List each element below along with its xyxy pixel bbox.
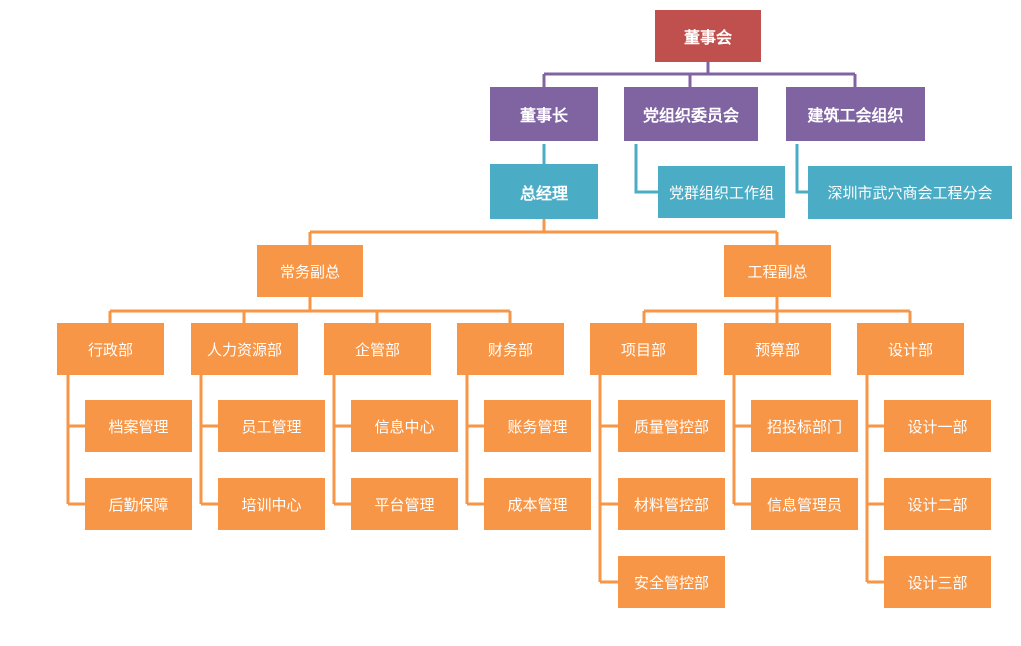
- sub-archives-node: 档案管理: [85, 400, 192, 452]
- exec-vp-node: 常务副总: [257, 245, 363, 297]
- connector-execvp-to-depts: [108, 297, 512, 323]
- connector-admin-subunits: [66, 375, 85, 506]
- sub-bidding-node: 招投标部门: [751, 400, 858, 452]
- connector-engvp-to-depts: [642, 297, 912, 323]
- connector-party-to-workgroup: [634, 144, 658, 194]
- connector-design-subunits: [865, 375, 884, 584]
- sub-platform-node: 平台管理: [351, 478, 458, 530]
- dept-design-node: 设计部: [857, 323, 964, 375]
- connector-project-subunits: [598, 375, 618, 584]
- party-committee-node: 党组织委员会: [624, 87, 758, 141]
- board-node: 董事会: [655, 10, 761, 62]
- sub-design2-node: 设计二部: [884, 478, 991, 530]
- sub-cost-node: 成本管理: [484, 478, 591, 530]
- dept-hr-node: 人力资源部: [191, 323, 298, 375]
- sub-design1-node: 设计一部: [884, 400, 991, 452]
- gm-node: 总经理: [490, 164, 598, 219]
- sub-safety-node: 安全管控部: [618, 556, 725, 608]
- dept-mgmt-node: 企管部: [324, 323, 431, 375]
- sub-staff-node: 员工管理: [218, 400, 325, 452]
- chairman-node: 董事长: [490, 87, 598, 141]
- connector-hr-subunits: [199, 375, 218, 506]
- sub-quality-node: 质量管控部: [618, 400, 725, 452]
- chamber-branch-node: 深圳市武穴商会工程分会: [808, 166, 1012, 219]
- party-workgroup-node: 党群组织工作组: [658, 166, 785, 218]
- sub-info-admin-node: 信息管理员: [751, 478, 858, 530]
- connector-mgmt-subunits: [332, 375, 351, 506]
- dept-project-node: 项目部: [590, 323, 697, 375]
- union-node: 建筑工会组织: [786, 87, 925, 141]
- sub-design3-node: 设计三部: [884, 556, 991, 608]
- dept-admin-node: 行政部: [57, 323, 164, 375]
- sub-accounts-node: 账务管理: [484, 400, 591, 452]
- connector-gm-to-vps: [308, 219, 779, 245]
- sub-logistics-node: 后勤保障: [85, 478, 192, 530]
- dept-finance-node: 财务部: [457, 323, 564, 375]
- dept-budget-node: 预算部: [724, 323, 831, 375]
- connector-union-to-branch: [795, 144, 808, 194]
- sub-materials-node: 材料管控部: [618, 478, 725, 530]
- connector-finance-subunits: [465, 375, 484, 506]
- connector-board-to-level2: [542, 62, 857, 87]
- sub-info-center-node: 信息中心: [351, 400, 458, 452]
- eng-vp-node: 工程副总: [724, 245, 831, 297]
- connector-budget-subunits: [732, 375, 751, 506]
- sub-training-node: 培训中心: [218, 478, 325, 530]
